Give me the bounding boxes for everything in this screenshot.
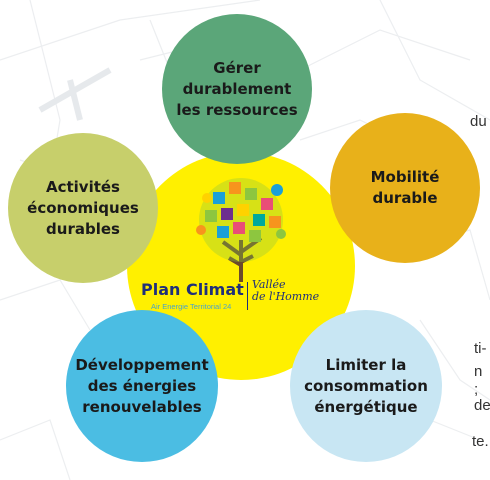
tree-logo-icon: [196, 178, 286, 282]
circle-activites-economiques: Activités économiques durables: [8, 133, 158, 283]
side-text-line: du: [470, 113, 487, 130]
side-text-line: te.: [472, 433, 489, 450]
circle-label: Limiter la consommation énergétique: [304, 355, 428, 416]
circle-limiter-consommation: Limiter la consommation énergétique: [290, 310, 442, 462]
circle-label: Gérer durablement les ressources: [176, 58, 298, 119]
circle-gerer-ressources: Gérer durablement les ressources: [162, 14, 312, 164]
circle-mobilite: Mobilité durable: [330, 113, 480, 263]
logo-title: Plan Climat: [141, 280, 244, 299]
circle-label: Mobilité durable: [370, 168, 440, 207]
logo-subtitle: Air Energie Territorial 24: [151, 302, 232, 311]
logo-script-text: Vallée de l'Homme: [252, 278, 320, 303]
circle-label: Développement des énergies renouvelables: [75, 355, 209, 416]
side-text-line: de: [474, 397, 490, 414]
side-text-line: n ;: [474, 363, 483, 398]
circle-label: Activités économiques durables: [27, 177, 139, 238]
logo-divider: [247, 282, 248, 310]
side-text-line: ti-: [474, 340, 487, 357]
circle-energies-renouvelables: Développement des énergies renouvelables: [66, 310, 218, 462]
